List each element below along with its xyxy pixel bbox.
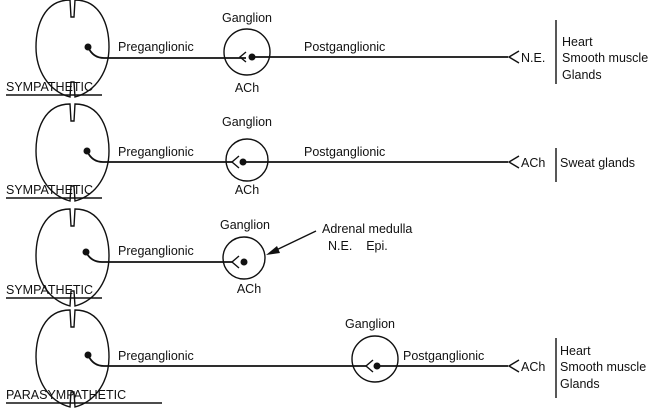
target-label: Heart [562, 35, 593, 49]
effector-terminal [507, 155, 520, 169]
target-label: Glands [562, 68, 602, 82]
ganglion [223, 28, 271, 76]
ganglion-label: Ganglion [222, 11, 272, 25]
synapse-terminal [364, 359, 374, 373]
pathway-row-4: PARASYMPATHETIC Preganglionic Ganglion P… [6, 309, 646, 408]
preganglionic-fiber [85, 251, 232, 263]
effector-transmitter: ACh [521, 156, 545, 170]
target-label: Smooth muscle [562, 51, 648, 65]
effector-transmitter: ACh [521, 360, 545, 374]
ganglion-transmitter: ACh [235, 81, 259, 95]
preganglionic-label: Preganglionic [118, 244, 194, 258]
division-label: PARASYMPATHETIC [6, 388, 126, 402]
synapse-terminal [230, 255, 240, 269]
target-label: Smooth muscle [560, 360, 646, 374]
ganglion-label: Ganglion [220, 218, 270, 232]
ganglion [351, 335, 399, 383]
postganglionic-label: Postganglionic [304, 145, 385, 159]
postganglionic-label: Postganglionic [403, 349, 484, 363]
synapse-terminal [230, 155, 240, 169]
effector-terminal [507, 359, 520, 373]
preganglionic-fiber [86, 150, 232, 163]
ganglion [222, 236, 266, 280]
target-label: Heart [560, 344, 591, 358]
ganglion-label: Ganglion [345, 317, 395, 331]
ganglion [225, 138, 269, 182]
pathway-row-2: SYMPATHETIC Preganglionic Ganglion ACh P… [6, 103, 635, 202]
ganglion-transmitter: ACh [235, 183, 259, 197]
preganglionic-label: Preganglionic [118, 349, 194, 363]
preganglionic-label: Preganglionic [118, 145, 194, 159]
preganglionic-fiber [87, 46, 246, 59]
effector-transmitter: N.E. [521, 51, 545, 65]
adrenal-medulla-label: Adrenal medulla [322, 222, 412, 236]
division-label: SYMPATHETIC [6, 283, 93, 297]
pointer-arrowhead [266, 246, 280, 255]
effector-terminal [507, 50, 520, 64]
division-label: SYMPATHETIC [6, 183, 93, 197]
ganglion-label: Ganglion [222, 115, 272, 129]
synapse-terminal [238, 51, 247, 63]
target-label: Sweat glands [560, 156, 635, 170]
pathway-row-3: SYMPATHETIC Preganglionic Ganglion ACh A… [6, 208, 412, 307]
target-label: Glands [560, 377, 600, 391]
ganglion-transmitter: ACh [237, 282, 261, 296]
division-label: SYMPATHETIC [6, 80, 93, 94]
pathway-row-1: SYMPATHETIC Preganglionic Ganglion ACh P… [6, 0, 648, 98]
preganglionic-label: Preganglionic [118, 40, 194, 54]
adrenal-secretions: N.E. Epi. [328, 239, 388, 253]
preganglionic-fiber [87, 354, 366, 367]
postganglionic-label: Postganglionic [304, 40, 385, 54]
ganglion-cell-body [240, 258, 248, 266]
